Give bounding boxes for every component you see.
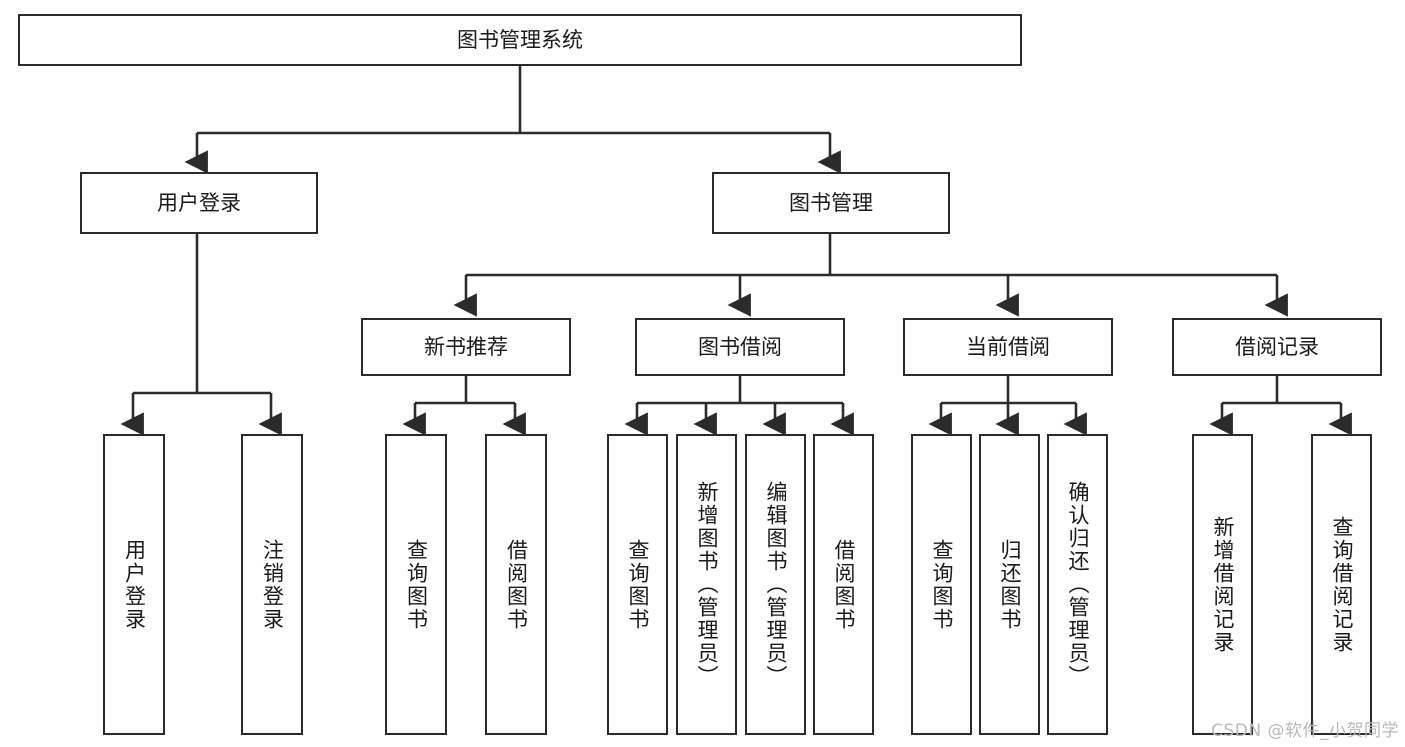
leaf-query-borrow-record-label: 查询借阅记录	[1330, 515, 1354, 654]
node-book-manage-label: 图书管理	[789, 190, 873, 215]
leaf-add-book-admin[interactable]: 新增图书（管理员）	[676, 434, 737, 735]
node-current-borrow[interactable]: 当前借阅	[903, 318, 1113, 376]
node-borrow-record[interactable]: 借阅记录	[1172, 318, 1382, 376]
leaf-add-book-admin-label: 新增图书（管理员）	[695, 481, 719, 688]
leaf-borrow-book-recommend-label: 借阅图书	[504, 538, 529, 631]
leaf-borrow-book-borrow[interactable]: 借阅图书	[813, 434, 874, 735]
leaf-edit-book-admin-label: 编辑图书（管理员）	[764, 481, 788, 688]
leaf-return-book[interactable]: 归还图书	[979, 434, 1040, 735]
leaf-query-borrow-record[interactable]: 查询借阅记录	[1311, 434, 1372, 735]
node-root[interactable]: 图书管理系统	[18, 14, 1022, 66]
node-root-label: 图书管理系统	[457, 27, 583, 52]
leaf-query-book-recommend-label: 查询图书	[404, 538, 429, 631]
leaf-user-login-label: 用户登录	[122, 538, 147, 631]
leaf-query-book-current-label: 查询图书	[930, 538, 954, 631]
leaf-confirm-return-admin[interactable]: 确认归还（管理员）	[1047, 434, 1108, 735]
leaf-confirm-return-admin-label: 确认归还（管理员）	[1066, 481, 1090, 688]
leaf-borrow-book-recommend[interactable]: 借阅图书	[485, 434, 547, 735]
node-user-login-label: 用户登录	[157, 190, 241, 215]
leaf-query-book-current[interactable]: 查询图书	[911, 434, 972, 735]
leaf-query-book-borrow[interactable]: 查询图书	[607, 434, 668, 735]
node-borrow-record-label: 借阅记录	[1235, 334, 1319, 359]
node-user-login[interactable]: 用户登录	[80, 172, 318, 234]
leaf-user-login[interactable]: 用户登录	[103, 434, 165, 735]
node-new-book-recommend[interactable]: 新书推荐	[361, 318, 571, 376]
node-current-borrow-label: 当前借阅	[966, 334, 1050, 359]
leaf-query-book-borrow-label: 查询图书	[626, 538, 650, 631]
node-book-borrow-label: 图书借阅	[698, 334, 782, 359]
leaf-logout[interactable]: 注销登录	[241, 434, 303, 735]
leaf-logout-label: 注销登录	[260, 538, 285, 631]
node-new-book-recommend-label: 新书推荐	[424, 334, 508, 359]
leaf-borrow-book-borrow-label: 借阅图书	[832, 538, 856, 631]
node-book-borrow[interactable]: 图书借阅	[635, 318, 845, 376]
leaf-query-book-recommend[interactable]: 查询图书	[385, 434, 447, 735]
leaf-return-book-label: 归还图书	[998, 538, 1022, 631]
leaf-add-borrow-record[interactable]: 新增借阅记录	[1192, 434, 1253, 735]
leaf-edit-book-admin[interactable]: 编辑图书（管理员）	[745, 434, 806, 735]
node-book-manage[interactable]: 图书管理	[712, 172, 950, 234]
watermark-text: CSDN @软件_小贺同学	[1211, 721, 1399, 741]
leaf-add-borrow-record-label: 新增借阅记录	[1211, 515, 1235, 654]
